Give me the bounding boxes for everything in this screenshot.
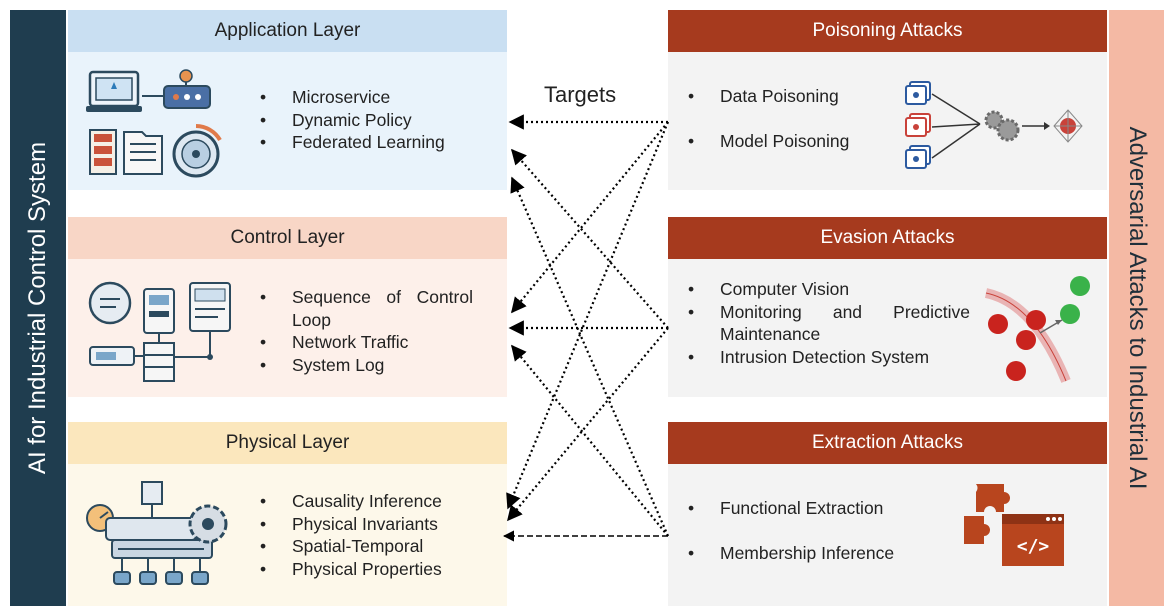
poisoning-attacks-title: Poisoning Attacks	[812, 20, 963, 41]
application-layer-title: Application Layer	[214, 20, 361, 41]
control-layer-title: Control Layer	[230, 227, 345, 248]
list-item: Causality Inference	[260, 490, 500, 513]
application-illustration-icon	[86, 69, 222, 178]
list-item: Physical Properties	[260, 558, 500, 581]
physical-layer-list: Causality Inference Physical Invariants …	[260, 490, 500, 580]
evasion-illustration-icon	[984, 276, 1090, 383]
extraction-attacks-panel: Functional Extraction Membership Inferen…	[668, 464, 1107, 606]
arrow-poisoning-to-physical	[506, 121, 670, 510]
evasion-attacks-panel: Computer Vision Monitoring and Predictiv…	[668, 259, 1107, 397]
list-item: Federated Learning	[260, 131, 500, 154]
extraction-attacks-title: Extraction Attacks	[811, 432, 963, 453]
list-item: Computer Vision	[688, 278, 970, 301]
extraction-attacks-header: Extraction Attacks	[668, 422, 1107, 464]
physical-layer-title: Physical Layer	[225, 432, 350, 453]
physical-layer-header: Physical Layer	[68, 422, 507, 464]
left-banner: AI for Industrial Control System	[10, 10, 66, 606]
application-layer-header: Application Layer	[68, 10, 507, 52]
list-item: Network Traffic	[260, 331, 473, 354]
list-item: Monitoring and Predictive Maintenance	[688, 301, 970, 346]
control-layer-header: Control Layer	[68, 217, 507, 259]
physical-illustration-icon	[86, 481, 228, 585]
poisoning-attacks-panel: Data Poisoning Model Poisoning	[668, 52, 1107, 190]
targets-label: Targets	[544, 82, 617, 107]
evasion-attacks-list: Computer Vision Monitoring and Predictiv…	[688, 278, 970, 368]
physical-layer-panel: Causality Inference Physical Invariants …	[68, 464, 507, 606]
application-layer-panel: Microservice Dynamic Policy Federated Le…	[68, 52, 507, 190]
arrow-evasion-to-physical	[507, 327, 669, 522]
control-illustration-icon	[88, 281, 231, 382]
evasion-attacks-header: Evasion Attacks	[668, 217, 1107, 259]
list-item: Model Poisoning	[688, 130, 888, 153]
list-item: Spatial-Temporal	[260, 535, 500, 558]
arrow-evasion-to-application	[510, 148, 669, 329]
poisoning-attacks-list: Data Poisoning Model Poisoning	[688, 85, 888, 152]
arrow-extraction-to-application	[510, 176, 670, 537]
list-item: Functional Extraction	[688, 497, 928, 520]
control-layer-panel: Sequence of Control Loop Network Traffic…	[68, 259, 507, 397]
list-item: Dynamic Policy	[260, 109, 500, 132]
control-layer-list: Sequence of Control Loop Network Traffic…	[260, 286, 473, 376]
list-item: Sequence of Control Loop	[260, 286, 473, 331]
arrow-extraction-to-control	[511, 344, 669, 537]
arrow-poisoning-to-control	[511, 121, 669, 314]
list-item: Membership Inference	[688, 542, 928, 565]
extraction-illustration-icon: </>	[964, 484, 1064, 566]
list-item: Intrusion Detection System	[688, 346, 970, 369]
poisoning-illustration-icon	[905, 81, 1083, 169]
svg-text:</>: </>	[1017, 536, 1050, 557]
list-item: Data Poisoning	[688, 85, 888, 108]
poisoning-attacks-header: Poisoning Attacks	[668, 10, 1107, 52]
list-item: System Log	[260, 354, 473, 377]
list-item: Microservice	[260, 86, 500, 109]
application-layer-list: Microservice Dynamic Policy Federated Le…	[260, 86, 500, 154]
evasion-attacks-title: Evasion Attacks	[820, 227, 955, 248]
extraction-attacks-list: Functional Extraction Membership Inferen…	[688, 497, 928, 564]
list-item: Physical Invariants	[260, 513, 500, 536]
right-banner: Adversarial Attacks to Industrial AI	[1109, 10, 1164, 606]
